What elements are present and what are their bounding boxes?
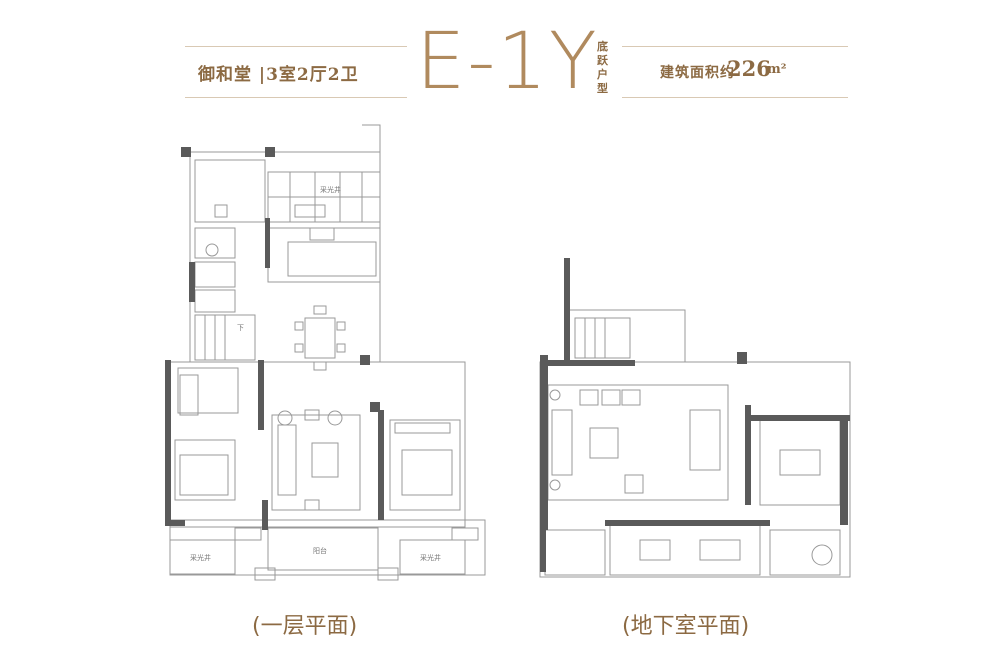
- basement-lounge: [547, 384, 729, 501]
- dining-set: [294, 305, 346, 371]
- bath-top: [194, 227, 236, 259]
- project-name: 御和堂: [198, 65, 252, 85]
- balcony: [267, 527, 379, 571]
- cooktop: [294, 204, 326, 218]
- basement-storage: [769, 529, 841, 576]
- basement-fixture: [811, 544, 833, 566]
- ac-unit-left: [234, 527, 262, 541]
- basement-utility: [544, 529, 606, 576]
- skylight-top: 采光井: [267, 171, 381, 223]
- header-rule-left-top: [185, 46, 407, 47]
- left-bedroom: [174, 367, 239, 501]
- first-floor-plan: 采光井 下: [169, 124, 486, 581]
- top-room: [194, 159, 266, 223]
- basement-caption: (地下室平面): [622, 614, 750, 639]
- header-rule-right-bottom: [622, 97, 848, 98]
- first-floor-walls: [165, 147, 384, 530]
- layout-text: |3室2厅2卫: [258, 65, 359, 85]
- stairs-down-label: 下: [237, 324, 244, 332]
- basement-walls: [540, 258, 850, 572]
- kitchen-sink: [309, 227, 335, 241]
- living-area: [271, 409, 361, 511]
- right-bedroom: [389, 419, 461, 511]
- planter-left: [254, 567, 276, 581]
- kitchen-island: [287, 241, 377, 277]
- skylight-right: [399, 539, 466, 575]
- first-floor-caption: (一层平面): [252, 614, 358, 639]
- kitchen: [267, 227, 381, 283]
- area-unit: m²: [767, 62, 787, 77]
- header-rule-left-bottom: [185, 97, 407, 98]
- shower-area: [194, 289, 236, 313]
- header-rule-right-top: [622, 46, 848, 47]
- toilet-area: [194, 261, 236, 288]
- stairs-basement: [574, 317, 631, 359]
- stairs-first: 下: [194, 314, 256, 361]
- planter-right: [377, 567, 399, 581]
- area-value: 226: [727, 56, 771, 81]
- skylight-left-label: 采光井: [190, 553, 211, 562]
- unit-code: E-1Y: [416, 17, 599, 107]
- desk-chair: [214, 204, 228, 218]
- unit-type-vertical: 底跃户型: [597, 40, 608, 95]
- area-label: 建筑面积约: [660, 65, 735, 81]
- skylight-top-label: 采光井: [320, 185, 341, 194]
- basement-gym: [609, 524, 761, 576]
- balcony-label: 阳台: [313, 546, 327, 555]
- ac-unit-right: [451, 527, 479, 541]
- skylight-left: [169, 539, 236, 575]
- basement-study: [759, 419, 841, 506]
- skylight-right-label: 采光井: [420, 553, 441, 562]
- washbasin-top: [205, 243, 219, 257]
- project-title: 御和堂 |3室2厅2卫: [198, 60, 359, 85]
